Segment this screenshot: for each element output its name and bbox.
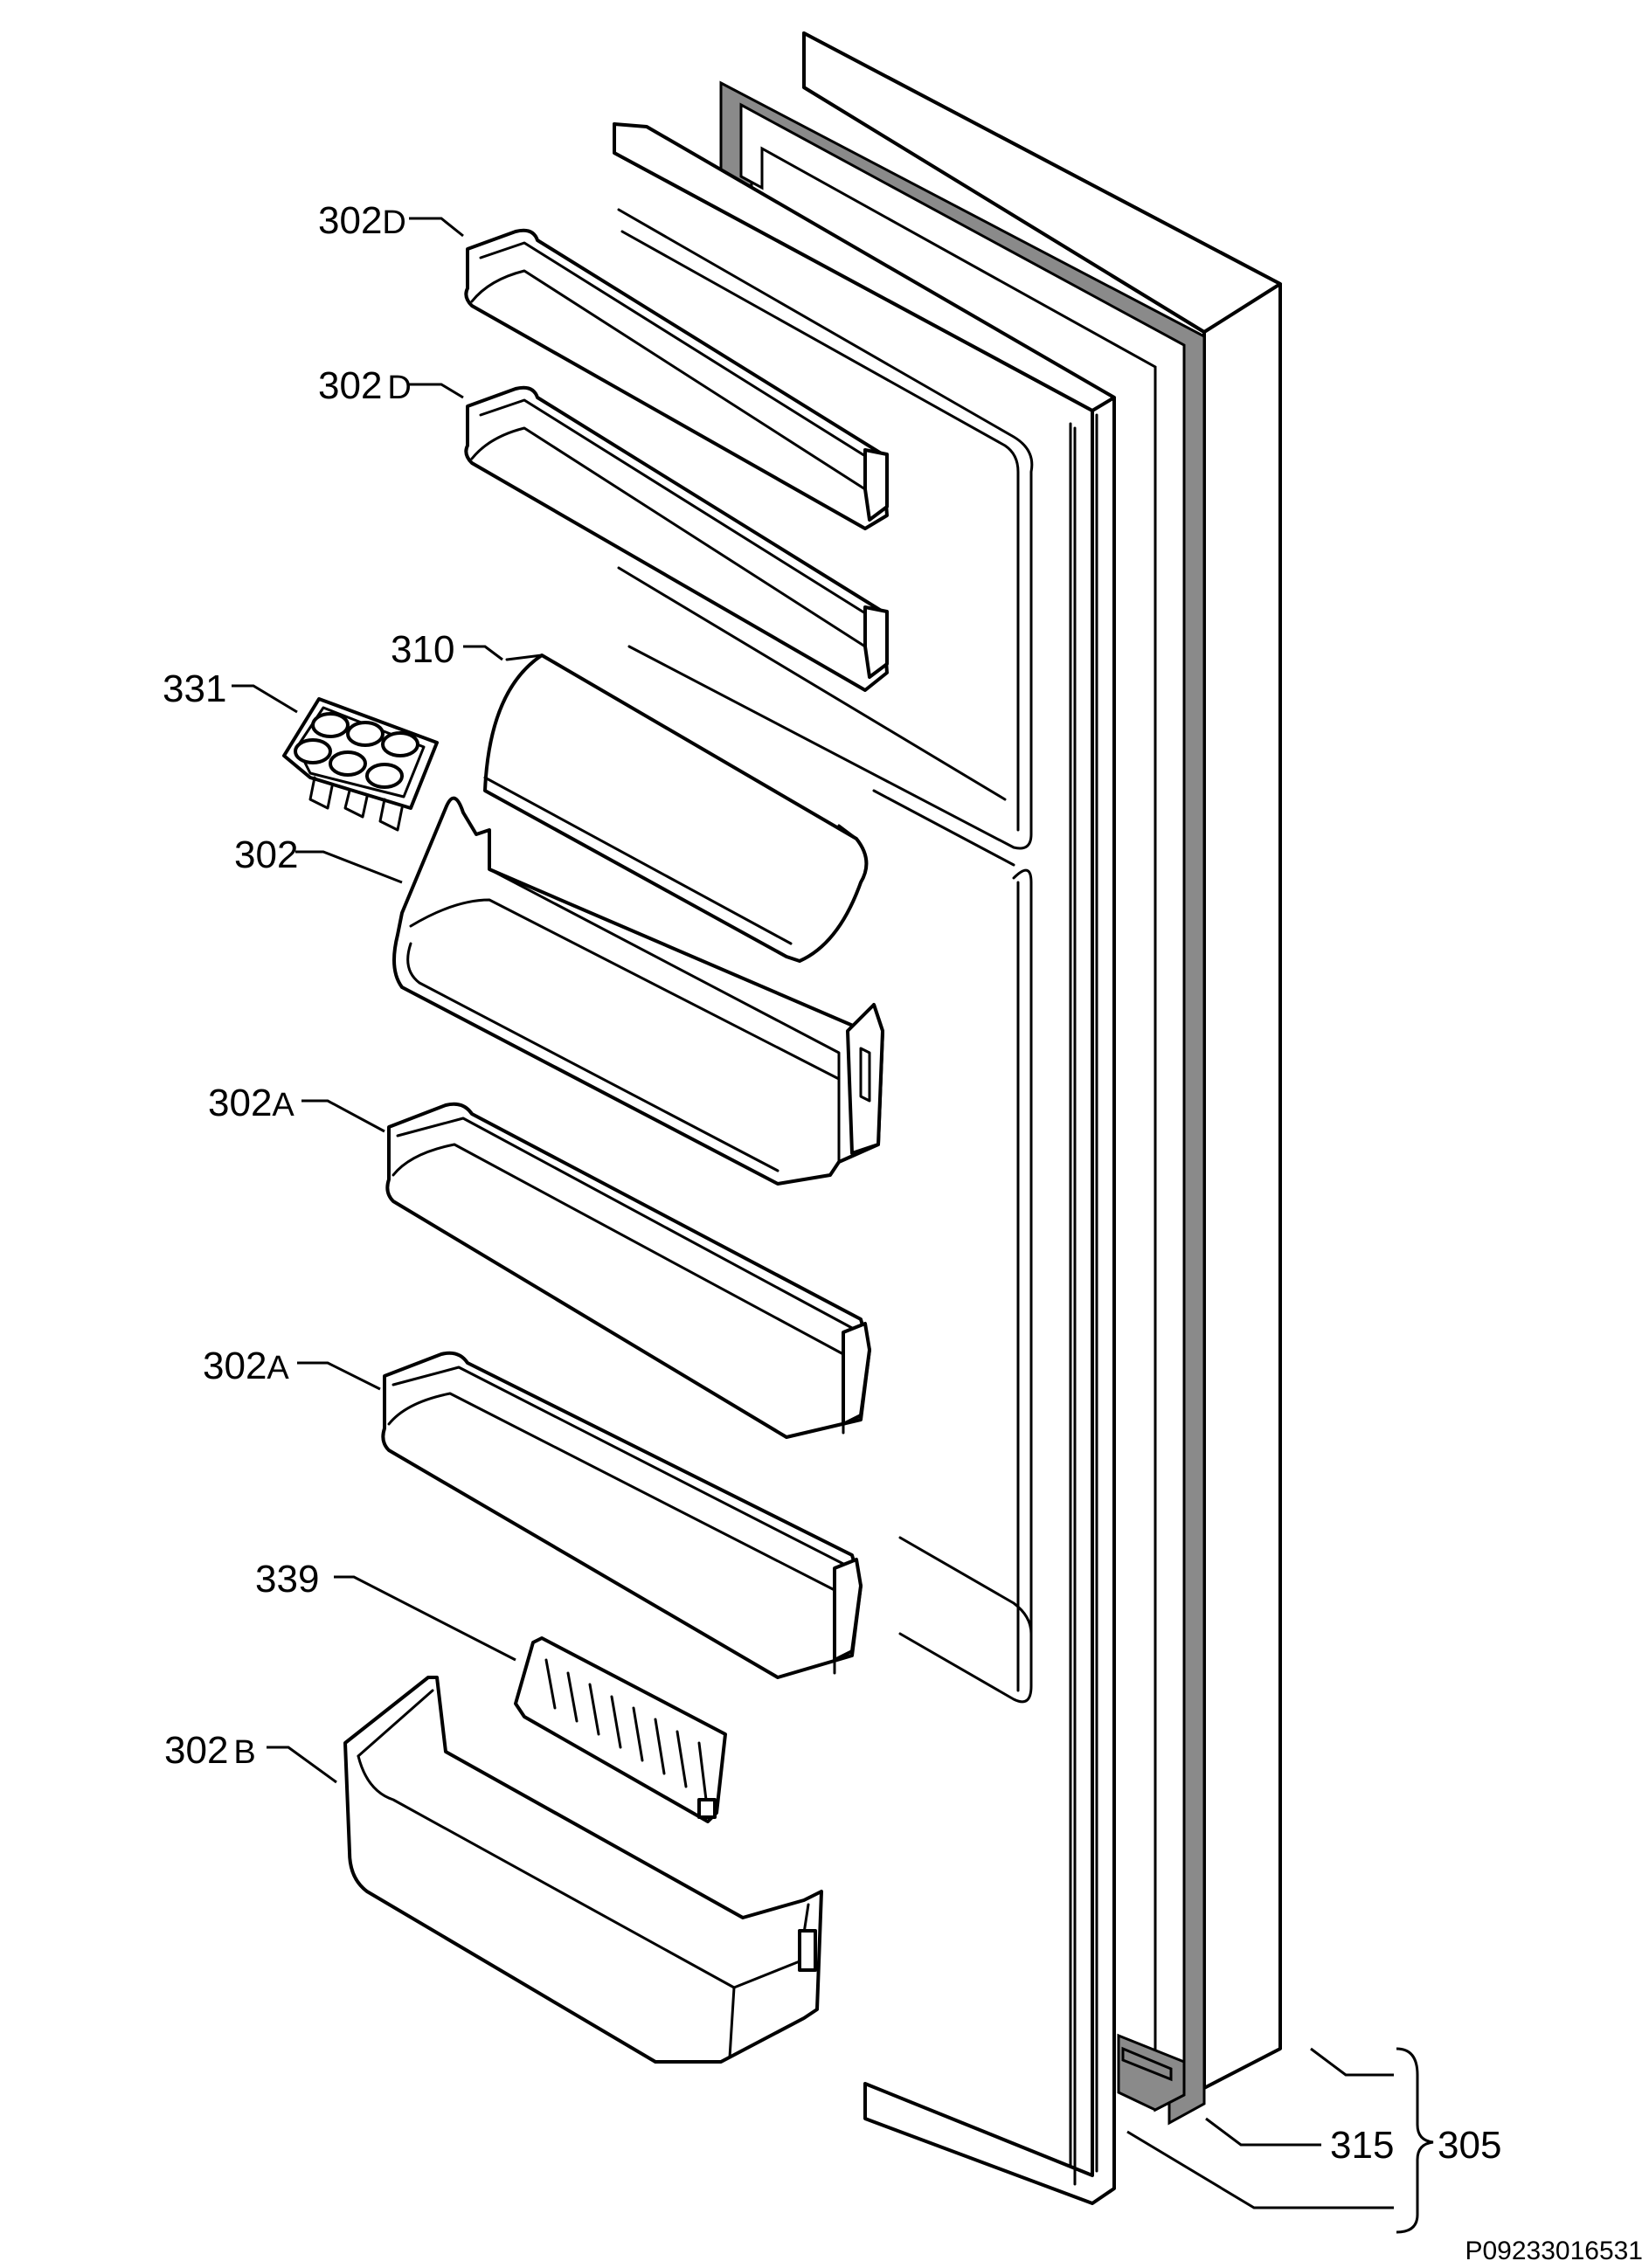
callout-302A-upper: 302A (208, 1082, 294, 1124)
callout-302: 302 (234, 833, 298, 876)
dairy-flap-310 (483, 653, 869, 963)
callout-331: 331 (163, 667, 226, 710)
door-bin-302B (343, 1676, 823, 2064)
door-shelf-302 (392, 796, 884, 1186)
callout-305: 305 (1438, 2124, 1501, 2167)
egg-tray-331 (282, 697, 439, 832)
inner-door-liner (613, 122, 1116, 2205)
door-shelf-302D-second (464, 385, 889, 692)
leader-lines (232, 217, 1434, 2234)
bottle-retainer-339 (514, 1636, 727, 1823)
door-shelf-302D-top (464, 228, 889, 530)
callout-302A-lower: 302A (203, 1345, 289, 1387)
callout-310: 310 (391, 628, 454, 671)
callout-315: 315 (1330, 2124, 1394, 2167)
door-shelf-302A-upper (385, 1102, 871, 1439)
reference-code: P09233016531 (1465, 2237, 1643, 2265)
door-shelf-302A-lower (381, 1351, 863, 1679)
callout-302D-top: 302D (318, 199, 406, 242)
callout-339: 339 (255, 1558, 319, 1601)
